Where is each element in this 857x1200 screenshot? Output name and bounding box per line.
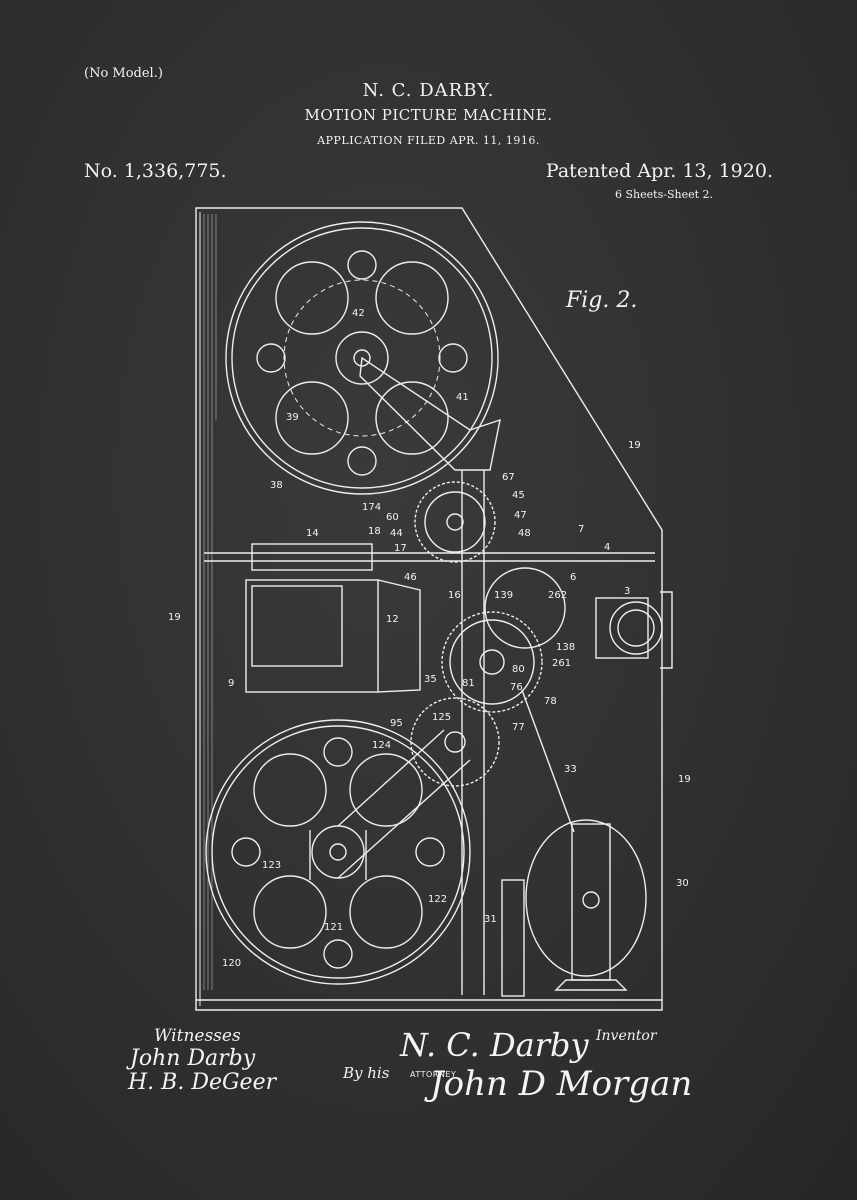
inventor-label: Inventor — [596, 1028, 657, 1044]
intermittent-gear — [484, 567, 566, 649]
patented-date: Patented Apr. 13, 1920. — [545, 160, 773, 182]
reference-number: 120 — [222, 958, 241, 969]
reference-number: 81 — [462, 678, 475, 689]
reference-number: 42 — [352, 308, 365, 319]
reference-number: 41 — [456, 392, 469, 403]
drive-belt — [337, 729, 471, 879]
reference-number: 30 — [676, 878, 689, 889]
reference-number: 16 — [448, 590, 461, 601]
reference-number: 77 — [512, 722, 525, 733]
reference-number: 262 — [548, 590, 567, 601]
reference-number: 95 — [390, 718, 403, 729]
reference-number: 33 — [564, 764, 577, 775]
reference-number: 17 — [394, 543, 407, 554]
reference-number: 12 — [386, 614, 399, 625]
rail — [204, 552, 655, 562]
reference-number: 6 — [570, 572, 576, 583]
figure-label: Fig. 2. — [566, 288, 638, 313]
reference-number: 121 — [324, 922, 343, 933]
no-model-label: (No Model.) — [84, 66, 163, 81]
witness-signature-2: H. B. DeGeer — [128, 1070, 277, 1095]
lower-sprocket — [410, 697, 500, 787]
patent-title: MOTION PICTURE MACHINE. — [304, 106, 553, 124]
reference-number: 19 — [678, 774, 691, 785]
reference-number: 18 — [368, 526, 381, 537]
upper-reel — [225, 221, 499, 495]
reference-number: 19 — [168, 612, 181, 623]
reference-number: 124 — [372, 740, 391, 751]
reference-number: 60 — [386, 512, 399, 523]
application-filed: APPLICATION FILED APR. 11, 1916. — [317, 134, 540, 147]
attorney-signature: John D Morgan — [430, 1064, 693, 1104]
motor — [525, 819, 647, 991]
upper-arm — [359, 356, 501, 471]
lower-reel — [205, 719, 471, 985]
reference-number: 31 — [484, 914, 497, 925]
reference-number: 7 — [578, 524, 584, 535]
reference-number: 125 — [432, 712, 451, 723]
reference-number: 139 — [494, 590, 513, 601]
reference-number: 35 — [424, 674, 437, 685]
reference-number: 3 — [624, 586, 630, 597]
reference-number: 80 — [512, 664, 525, 675]
attorney-label: ATTORNEY — [410, 1070, 457, 1079]
cabinet-outline — [195, 207, 663, 1011]
reference-number: 138 — [556, 642, 575, 653]
lamp-housing — [245, 543, 421, 693]
inventor-name: N. C. DARBY. — [362, 80, 495, 101]
inventor-signature: N. C. Darby — [400, 1026, 589, 1064]
reference-number: 14 — [306, 528, 319, 539]
reference-number: 76 — [510, 682, 523, 693]
reference-number: 67 — [502, 472, 515, 483]
reference-numbers: 42 41 39 38 19 67 45 47 48 174 60 44 18 … — [168, 308, 691, 969]
reference-number: 9 — [228, 678, 234, 689]
reference-number: 45 — [512, 490, 525, 501]
upper-sprocket — [414, 481, 496, 563]
center-column — [461, 470, 485, 995]
reference-number: 123 — [262, 860, 281, 871]
reference-number: 19 — [628, 440, 641, 451]
reference-number: 174 — [362, 502, 381, 513]
reference-number: 46 — [404, 572, 417, 583]
reference-number: 78 — [544, 696, 557, 707]
witness-signature-1: John Darby — [130, 1046, 256, 1071]
wall-hatching — [203, 214, 217, 990]
patent-number: No. 1,336,775. — [84, 160, 227, 182]
reference-number: 48 — [518, 528, 531, 539]
main-gear — [441, 611, 543, 713]
reference-number: 261 — [552, 658, 571, 669]
sheet-count: 6 Sheets-Sheet 2. — [615, 188, 713, 201]
by-his-label: By his — [343, 1064, 390, 1082]
witnesses-label: Witnesses — [154, 1026, 241, 1046]
projection-lens — [595, 591, 673, 669]
control-rod — [521, 689, 575, 833]
reference-number: 122 — [428, 894, 447, 905]
reference-number: 38 — [270, 480, 283, 491]
reference-number: 39 — [286, 412, 299, 423]
reference-number: 44 — [390, 528, 403, 539]
rheostat — [501, 879, 525, 997]
reference-number: 47 — [514, 510, 527, 521]
reference-number: 4 — [604, 542, 610, 553]
